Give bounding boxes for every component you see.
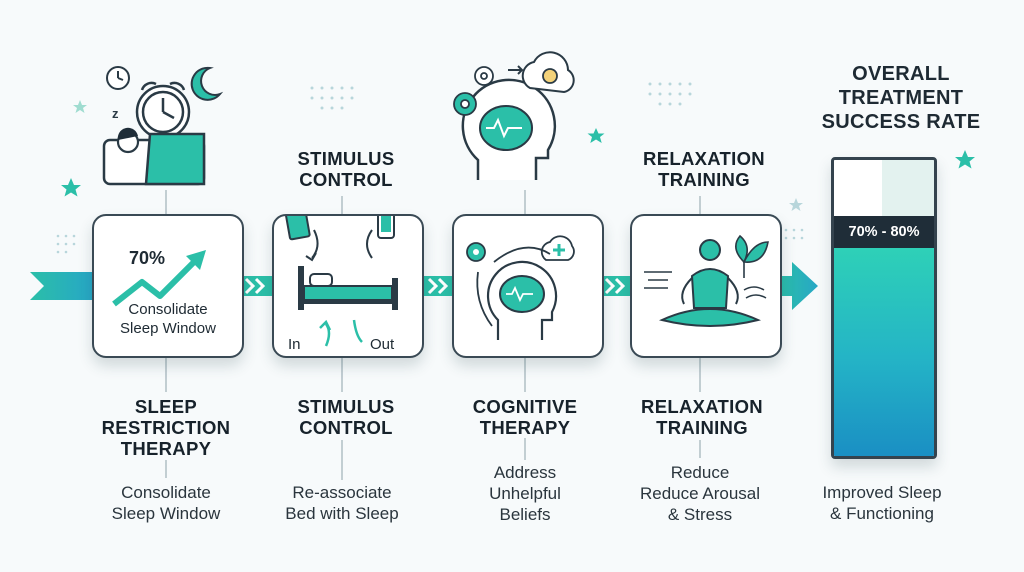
sleeping-person-icon: z — [102, 106, 206, 186]
gear-icon — [453, 92, 477, 116]
heading-stimulus-control: STIMULUS CONTROL — [262, 396, 430, 438]
heading-line-2: CONTROL — [299, 417, 393, 438]
head-brain-icon — [461, 78, 557, 180]
flow-arrow-3 — [602, 276, 632, 296]
step-box-sleep-restriction: 70% Consolidate Sleep Window — [92, 214, 244, 358]
gear-icon-box — [466, 242, 486, 262]
head-brain-icon-small — [487, 260, 558, 340]
desc-relaxation-training: Reduce Reduce Arousal & Stress — [610, 462, 790, 525]
trend-arrow-icon — [112, 250, 206, 307]
desc-line-3: & Stress — [667, 505, 733, 524]
success-rate-title: OVERALL TREATMENT SUCCESS RATE — [816, 62, 986, 134]
connector-lines — [165, 190, 701, 480]
relaxation-icons — [644, 234, 769, 327]
box-caption-line-2: Sleep Window — [120, 320, 216, 337]
plus-bubble-icon — [540, 235, 575, 261]
bar-empty-right — [882, 160, 934, 216]
stimulus-icons — [285, 216, 398, 347]
heading-line-1: COGNITIVE — [472, 396, 578, 417]
lightbulb-icon — [508, 51, 575, 94]
box-value-70: 70% — [128, 248, 166, 268]
heading-line-1: SLEEP — [134, 396, 198, 417]
desc-success: Improved Sleep & Functioning — [796, 482, 968, 524]
cognitive-icons — [466, 235, 575, 340]
success-title-line-2: TREATMENT — [838, 87, 964, 109]
heading-top-stimulus-control: STIMULUS CONTROL — [272, 148, 420, 190]
star-decor — [61, 100, 975, 211]
box-caption: Consolidate Sleep Window — [94, 300, 242, 338]
desc-stimulus-control: Re-associate Bed with Sleep — [252, 482, 432, 524]
bar-empty-left — [834, 160, 882, 216]
meditation-icon — [658, 239, 762, 327]
heading-top-relaxation-training: RELAXATION TRAINING — [620, 148, 788, 190]
flow-arrow-2 — [424, 276, 458, 296]
heading-cognitive-therapy: COGNITIVE THERAPY — [440, 396, 610, 438]
step-box-relaxation-training — [630, 214, 782, 358]
book-icon — [285, 216, 311, 241]
desc-line-1: Address — [493, 463, 557, 482]
gear-icon-2 — [474, 66, 494, 86]
desc-sleep-restriction: Consolidate Sleep Window — [76, 482, 256, 524]
step-box-stimulus-control: In Out — [272, 214, 424, 358]
phone-icon — [377, 216, 395, 239]
svg-text:z: z — [112, 106, 119, 121]
heading-line-1: RELAXATION — [641, 396, 763, 417]
desc-line-1: Reduce — [670, 463, 730, 482]
heading-line-3: THERAPY — [120, 438, 212, 459]
dot-patterns — [56, 82, 804, 254]
box-caption-line-1: Consolidate — [128, 301, 208, 318]
desc-line-2: Bed with Sleep — [285, 504, 399, 523]
success-title-line-1: OVERALL — [852, 63, 950, 85]
heading-sleep-restriction-therapy: SLEEP RESTRICTION THERAPY — [80, 396, 252, 459]
box-label-in: In — [288, 336, 301, 353]
bed-icon — [298, 266, 398, 310]
success-title-line-3: SUCCESS RATE — [821, 111, 981, 133]
desc-line-3: Beliefs — [499, 505, 551, 524]
leaf-icon — [735, 234, 769, 278]
heading-top-line-2: CONTROL — [299, 169, 393, 190]
wind-icon — [644, 271, 767, 299]
flow-arrow-1 — [241, 276, 275, 296]
box-label-out: Out — [370, 336, 395, 353]
flow-arrow-end — [778, 262, 818, 310]
desc-line-2: Reduce Arousal — [639, 484, 761, 503]
desc-line-2: Sleep Window — [111, 504, 221, 523]
desc-line-2: & Functioning — [830, 504, 934, 523]
heading-line-1: STIMULUS — [297, 396, 395, 417]
bar-fill — [834, 238, 934, 456]
flow-arrow-start — [30, 272, 92, 300]
desc-line-1: Re-associate — [292, 483, 392, 502]
heading-relaxation-training: RELAXATION TRAINING — [614, 396, 790, 438]
heading-top-line-1: RELAXATION — [643, 148, 765, 169]
moon-icon — [190, 66, 224, 101]
heading-line-2: RESTRICTION — [101, 417, 231, 438]
desc-line-1: Improved Sleep — [822, 483, 942, 502]
heading-top-line-2: TRAINING — [658, 169, 750, 190]
success-range-label: 70% - 80% — [834, 216, 934, 248]
desc-cognitive-therapy: Address Unhelpful Beliefs — [436, 462, 614, 525]
small-clock-icon — [106, 66, 130, 90]
step-box-cognitive-therapy — [452, 214, 604, 358]
heading-line-2: TRAINING — [656, 417, 748, 438]
alarm-clock-icon — [135, 81, 191, 140]
success-rate-bar: 70% - 80% — [831, 157, 937, 459]
heading-top-line-1: STIMULUS — [297, 148, 395, 169]
desc-line-1: Consolidate — [121, 483, 211, 502]
heading-line-2: THERAPY — [479, 417, 571, 438]
desc-line-2: Unhelpful — [489, 484, 561, 503]
